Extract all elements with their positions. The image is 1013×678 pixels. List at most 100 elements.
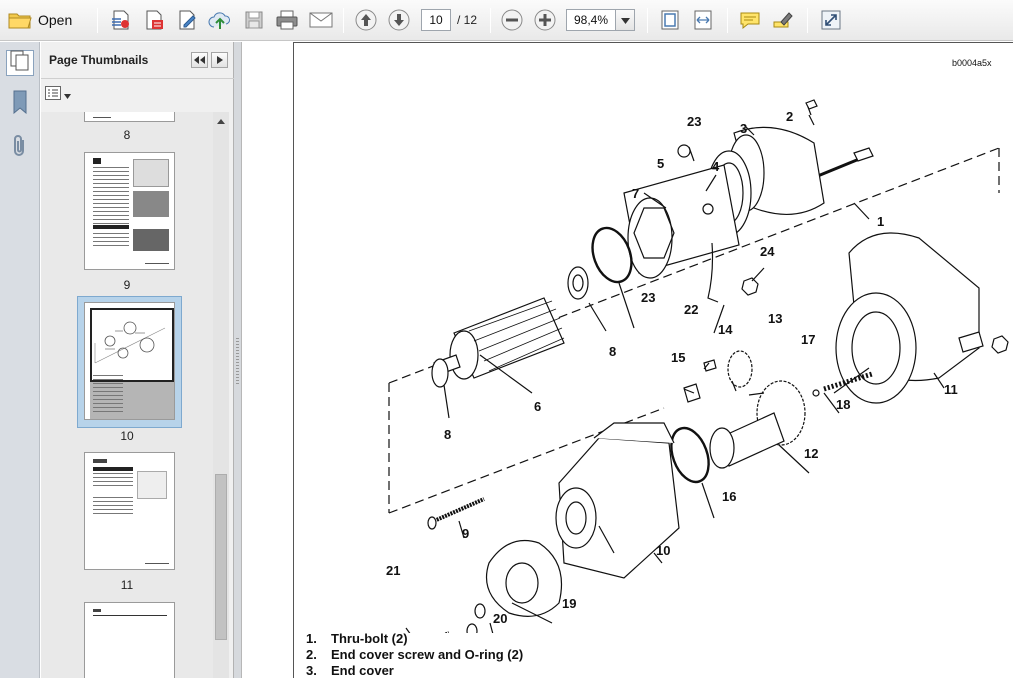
thumbnail-label: 11 (120, 578, 134, 592)
chevron-down-icon (620, 11, 630, 29)
panel-splitter[interactable] (234, 42, 242, 678)
toolbar-separator (807, 8, 808, 33)
create-pdf-icon (110, 9, 132, 31)
legend-number: 2. (306, 647, 317, 662)
attachment-icon (11, 134, 29, 163)
thumbnail-label: 10 (120, 429, 134, 443)
toolbar-separator (97, 8, 98, 33)
chevron-right-icon (216, 51, 223, 69)
highlight-button[interactable] (770, 7, 796, 33)
callout-label: 22 (684, 302, 698, 317)
splitter-grip (236, 338, 239, 384)
figure-code: b0004a5x (952, 58, 992, 68)
toolbar: Open 10 / 12 (0, 0, 1013, 41)
thumbnail-page[interactable] (84, 602, 175, 678)
thumbnail-page-selected[interactable] (84, 302, 175, 420)
callout-label: 8 (609, 344, 616, 359)
comment-button[interactable] (737, 7, 763, 33)
scroll-up-button[interactable] (213, 112, 229, 128)
thumbnail-page[interactable] (84, 112, 175, 122)
fit-width-button[interactable] (690, 7, 716, 33)
zoom-dropdown-button[interactable] (616, 9, 635, 31)
legend-item: 3. End cover (306, 663, 523, 678)
callout-label: 13 (768, 311, 782, 326)
callout-label: 3 (740, 121, 747, 136)
scrollbar-thumb[interactable] (215, 474, 227, 640)
open-folder-icon (8, 10, 32, 30)
callout-label: 5 (657, 156, 664, 171)
starter-exploded-diagram: 1 2 3 4 5 6 7 8 8 9 10 11 12 13 14 15 16 (386, 99, 1009, 633)
zoom-level-input[interactable]: 98,4% (566, 9, 616, 31)
bookmarks-tab[interactable] (8, 90, 32, 118)
callout-label: 18 (836, 397, 850, 412)
callout-label: 8 (444, 427, 451, 442)
callout-label: 15 (671, 350, 685, 365)
callout-label: 4 (712, 159, 720, 174)
thumbnail-label: 8 (123, 128, 131, 142)
callout-label: 19 (562, 596, 576, 611)
collapse-panel-button[interactable] (191, 52, 208, 68)
options-list-icon (45, 85, 61, 105)
convert-pdf-button[interactable] (141, 7, 167, 33)
callout-label: 17 (801, 332, 815, 347)
fullscreen-button[interactable] (818, 7, 844, 33)
viewport-frame[interactable] (90, 308, 174, 382)
thumbnail-page[interactable] (84, 452, 175, 570)
chevron-up-icon (217, 111, 225, 129)
thumbnail-page[interactable] (84, 152, 175, 270)
legend-item: 2. End cover screw and O-ring (2) (306, 647, 523, 663)
page-number-input[interactable]: 10 (421, 9, 451, 31)
document-view[interactable]: b0004a5x (243, 42, 1013, 678)
email-button[interactable] (307, 7, 335, 33)
open-label: Open (38, 12, 73, 28)
prev-page-icon (354, 8, 378, 32)
next-page-icon (387, 8, 411, 32)
create-pdf-button[interactable] (108, 7, 134, 33)
fit-page-button[interactable] (657, 7, 683, 33)
thumbnail-scrollbar[interactable] (213, 112, 229, 678)
next-page-button[interactable] (386, 7, 412, 33)
print-button[interactable] (273, 7, 301, 33)
callout-label: 24 (760, 244, 775, 259)
convert-pdf-icon (143, 9, 165, 31)
callout-label: 23 (641, 290, 655, 305)
upload-button[interactable] (207, 7, 233, 33)
upload-icon (208, 9, 232, 31)
callout-label: 6 (534, 399, 541, 414)
thumbnail-options-button[interactable] (45, 85, 73, 105)
edit-button[interactable] (174, 7, 200, 33)
callout-label: 7 (632, 186, 639, 201)
toolbar-separator (343, 8, 344, 33)
callout-label: 10 (656, 543, 670, 558)
zoom-out-icon (500, 8, 524, 32)
panel-title: Page Thumbnails (49, 53, 149, 67)
zoom-in-button[interactable] (532, 7, 558, 33)
callout-label: 1 (877, 214, 884, 229)
fit-width-icon (692, 9, 714, 31)
fullscreen-icon (820, 9, 842, 31)
comment-icon (739, 10, 761, 30)
zoom-out-button[interactable] (499, 7, 525, 33)
email-icon (309, 11, 333, 29)
thumbnail-label: 9 (123, 278, 131, 292)
pdf-page: b0004a5x (293, 42, 1013, 678)
zoom-in-icon (533, 8, 557, 32)
legend-item: 1. Thru-bolt (2) (306, 631, 523, 647)
toolbar-separator (647, 8, 648, 33)
page-thumbnails-tab[interactable] (6, 50, 34, 76)
thumbnail-list: 8 9 (41, 112, 213, 678)
callout-label: 23 (687, 114, 701, 129)
pages-icon (10, 50, 30, 77)
toolbar-separator (490, 8, 491, 33)
callout-label: 2 (786, 109, 793, 124)
double-chevron-left-icon (194, 51, 205, 69)
edit-icon (176, 9, 198, 31)
save-button[interactable] (241, 7, 267, 33)
prev-page-button[interactable] (353, 7, 379, 33)
attachments-tab[interactable] (8, 134, 32, 162)
chevron-down-icon (64, 86, 71, 104)
expand-panel-button[interactable] (211, 52, 228, 68)
open-button[interactable]: Open (8, 7, 72, 33)
callout-label: 9 (462, 526, 469, 541)
highlight-icon (772, 9, 794, 31)
